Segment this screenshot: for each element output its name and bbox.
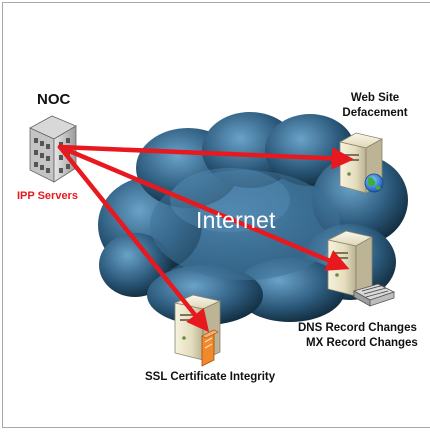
internet-label: Internet bbox=[196, 207, 276, 233]
certificate-icon bbox=[201, 329, 219, 367]
noc-title: NOC bbox=[37, 91, 71, 108]
web-defacement-label: Web Site Defacement bbox=[330, 91, 420, 121]
ssl-integrity-label: SSL Certificate Integrity bbox=[145, 371, 276, 383]
record-tray-icon bbox=[352, 283, 396, 307]
dns-record-label: DNS Record Changes MX Record Changes bbox=[293, 321, 430, 351]
ipp-servers-label: IPP Servers bbox=[17, 190, 78, 202]
web-defacement-line-2: Defacement bbox=[342, 107, 408, 119]
dns-record-line-1: DNS Record Changes bbox=[298, 322, 417, 334]
globe-icon bbox=[364, 173, 384, 193]
arrow-to-dns-server bbox=[57, 144, 350, 271]
internet-cloud bbox=[98, 112, 408, 325]
arrow-to-ssl-server bbox=[57, 144, 210, 333]
arrow-to-web-server bbox=[57, 144, 355, 170]
dns-record-line-2: MX Record Changes bbox=[306, 337, 418, 349]
connection-arrows bbox=[57, 144, 355, 333]
web-defacement-line-1: Web Site bbox=[350, 92, 400, 104]
